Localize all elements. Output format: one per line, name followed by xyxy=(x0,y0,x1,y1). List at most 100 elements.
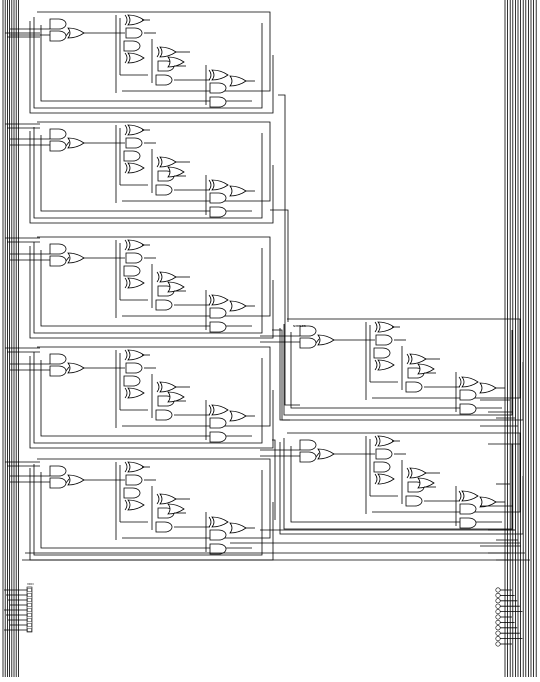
wire xyxy=(29,246,274,339)
xor-curve xyxy=(156,46,160,58)
or-gate xyxy=(211,69,229,81)
or-gate xyxy=(159,156,177,168)
or-gate xyxy=(229,185,247,197)
and-gate xyxy=(459,503,477,515)
xor-curve xyxy=(124,349,128,361)
and-gate xyxy=(375,448,393,460)
or-gate xyxy=(377,359,395,371)
wire xyxy=(290,332,502,409)
or-gate xyxy=(377,321,395,333)
and-gate xyxy=(49,243,67,255)
xor-curve xyxy=(374,435,378,447)
or-gate xyxy=(377,435,395,447)
wire xyxy=(315,338,320,344)
and-gate xyxy=(49,30,67,42)
pin xyxy=(27,608,32,612)
and-gate xyxy=(123,150,141,162)
adder-module xyxy=(10,236,274,339)
or-gate xyxy=(211,404,229,416)
xor-curve xyxy=(156,156,160,168)
and-gate xyxy=(209,431,227,443)
or-gate xyxy=(159,493,177,505)
or-gate xyxy=(167,281,185,293)
or-gate xyxy=(159,381,177,393)
or-gate xyxy=(127,387,145,399)
and-gate xyxy=(123,375,141,387)
wire xyxy=(29,356,274,449)
adder-module xyxy=(10,346,274,449)
or-gate xyxy=(461,490,479,502)
or-gate xyxy=(127,499,145,511)
and-gate xyxy=(49,128,67,140)
xor-curve xyxy=(208,294,212,306)
or-gate xyxy=(67,137,85,149)
or-gate xyxy=(127,124,145,136)
wire xyxy=(315,452,320,458)
xor-curve xyxy=(208,179,212,191)
or-gate xyxy=(317,448,335,460)
or-gate xyxy=(167,503,185,515)
wire xyxy=(287,432,521,513)
and-gate xyxy=(125,27,143,39)
wire xyxy=(65,31,70,37)
xor-curve xyxy=(124,124,128,136)
output-pin xyxy=(495,614,501,620)
and-gate xyxy=(155,299,173,311)
xor-curve xyxy=(124,461,128,473)
xor-curve xyxy=(156,381,160,393)
output-pin xyxy=(495,592,501,598)
or-gate xyxy=(127,239,145,251)
wire xyxy=(65,366,70,372)
or-gate xyxy=(127,14,145,26)
pin xyxy=(27,588,32,592)
output-pin xyxy=(495,598,501,604)
wire xyxy=(37,236,271,317)
or-gate xyxy=(67,362,85,374)
and-gate xyxy=(49,365,67,377)
xor-curve xyxy=(208,404,212,416)
and-gate xyxy=(155,74,173,86)
pin xyxy=(27,598,32,602)
and-gate xyxy=(209,96,227,108)
wire xyxy=(33,242,263,334)
module-label: NIBBLER xyxy=(293,324,306,328)
or-gate xyxy=(377,473,395,485)
wire xyxy=(40,250,252,327)
output-pin xyxy=(495,619,501,625)
or-gate xyxy=(67,27,85,39)
pin-header-label: VDD xyxy=(27,582,34,586)
wire xyxy=(33,464,263,556)
pin xyxy=(27,623,32,627)
and-gate xyxy=(49,465,67,477)
xor-curve xyxy=(208,516,212,528)
and-gate xyxy=(299,451,317,463)
and-gate xyxy=(123,265,141,277)
and-gate xyxy=(299,325,317,337)
and-gate xyxy=(209,82,227,94)
xor-curve xyxy=(374,359,378,371)
xor-curve xyxy=(406,353,410,365)
and-gate xyxy=(405,381,423,393)
or-gate xyxy=(167,56,185,68)
and-gate xyxy=(373,461,391,473)
or-gate xyxy=(127,461,145,473)
and-gate xyxy=(49,18,67,30)
or-gate xyxy=(479,382,497,394)
or-gate xyxy=(229,75,247,87)
wire xyxy=(40,25,252,102)
output-pin xyxy=(495,625,501,631)
or-gate xyxy=(127,162,145,174)
or-gate xyxy=(317,334,335,346)
carry-wire xyxy=(272,329,290,421)
and-gate xyxy=(209,321,227,333)
interconnect-wires xyxy=(5,32,530,561)
wire xyxy=(29,131,274,224)
or-gate xyxy=(159,271,177,283)
and-gate xyxy=(375,334,393,346)
input-pins xyxy=(4,586,33,633)
or-gate xyxy=(127,277,145,289)
wire xyxy=(37,458,271,539)
or-gate xyxy=(211,294,229,306)
